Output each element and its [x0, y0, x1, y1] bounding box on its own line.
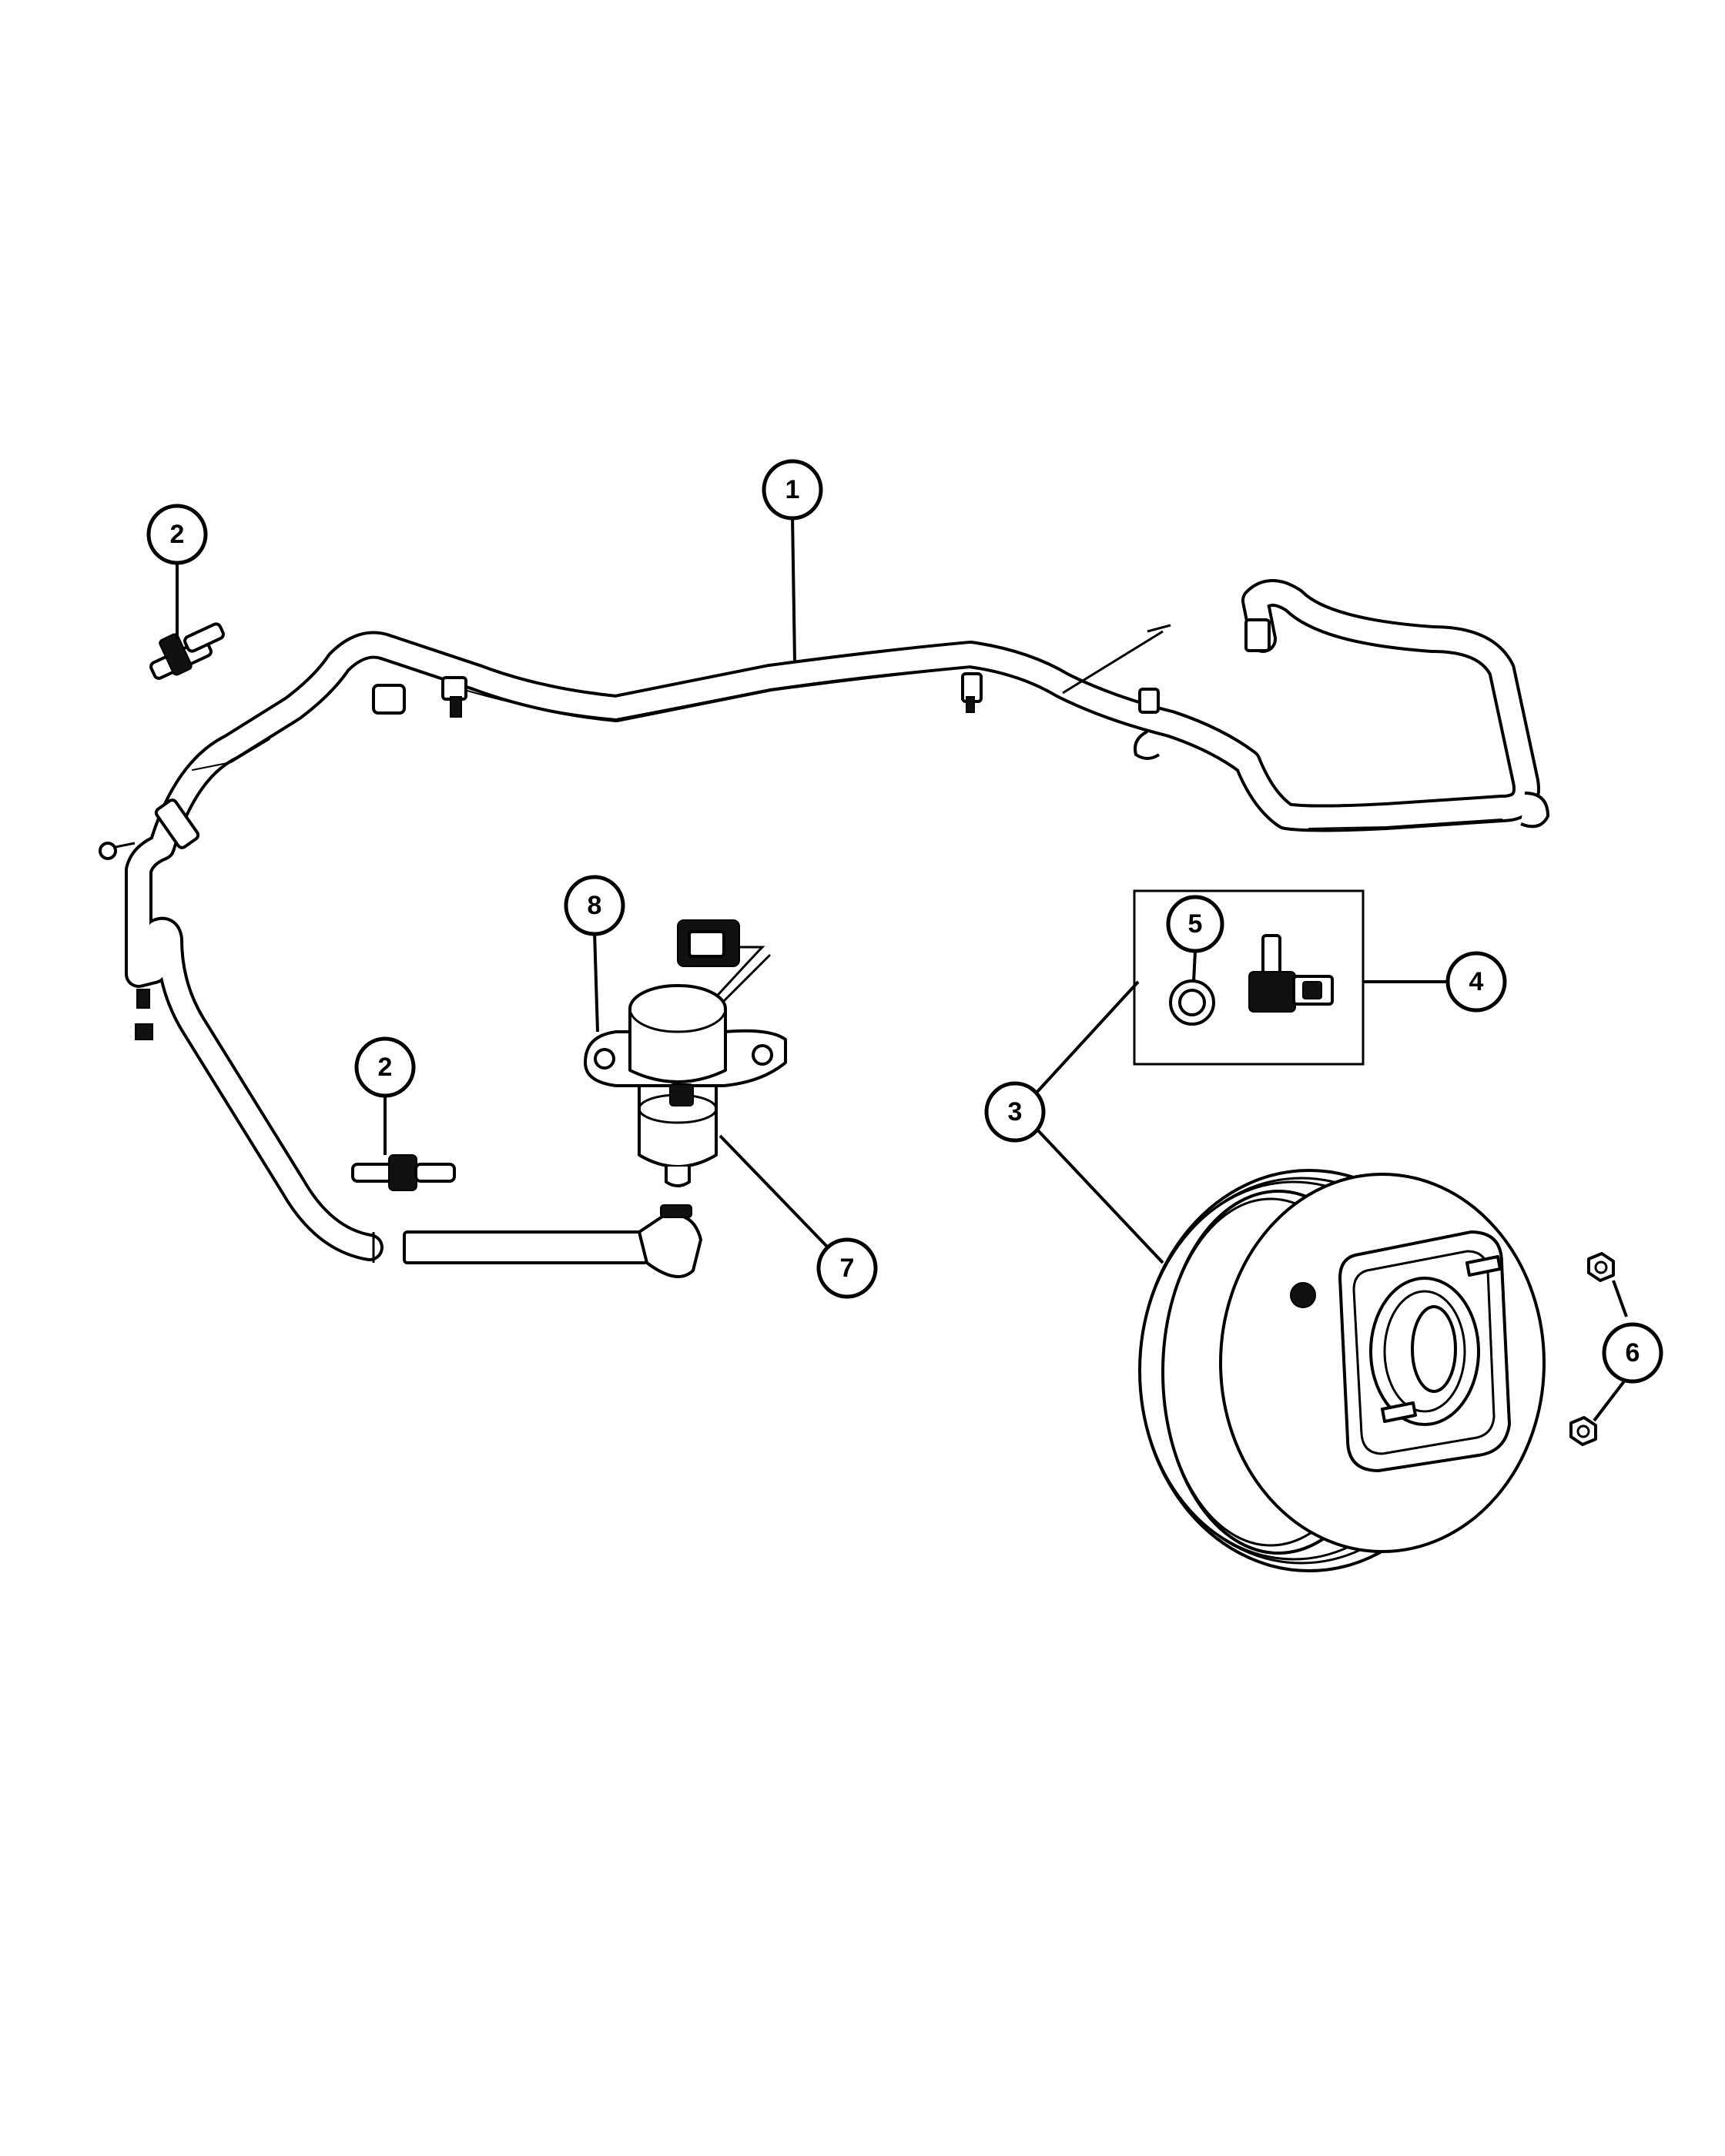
callout-2-lower-label: 2	[378, 1053, 393, 1082]
callout-2-upper-label: 2	[170, 520, 185, 549]
callout-6-label: 6	[1626, 1338, 1640, 1368]
callout-7: 7	[718, 1134, 878, 1299]
vacuum-sensor	[1248, 934, 1334, 1013]
mounting-nut-lower	[1569, 1416, 1597, 1446]
hose-clip	[961, 672, 983, 713]
hose-clip	[99, 842, 136, 860]
callout-5-label: 5	[1188, 909, 1203, 939]
hose-clip	[372, 676, 467, 718]
callout-1: 1	[762, 459, 823, 663]
hose-clip	[1520, 792, 1549, 829]
hose-clip	[135, 989, 153, 1040]
callout-1-label: 1	[785, 475, 800, 504]
callout-2-upper: 2	[146, 504, 208, 639]
check-valve-upper	[149, 622, 225, 680]
sensor-kit-box	[1133, 889, 1365, 1066]
callout-8-label: 8	[588, 891, 602, 920]
callout-7-label: 7	[840, 1254, 855, 1283]
callout-2-lower: 2	[354, 1036, 416, 1155]
callout-4: 4	[1363, 951, 1507, 1013]
callout-3: 3	[984, 980, 1164, 1264]
booster-stud	[1465, 1255, 1502, 1277]
mounting-nut-upper	[1587, 1252, 1615, 1282]
check-valve-lower	[351, 1154, 456, 1191]
vacuum-hose-assembly	[99, 579, 1549, 1278]
hose-clip	[1134, 688, 1161, 760]
booster-stud	[1381, 1401, 1417, 1423]
callout-6: 6	[1593, 1280, 1663, 1422]
vacuum-pump	[584, 919, 787, 1187]
hose-clip	[154, 798, 200, 849]
callout-8: 8	[564, 875, 625, 1033]
callout-3-label: 3	[1008, 1097, 1023, 1127]
grommet	[1169, 979, 1215, 1026]
hose-end	[1244, 618, 1271, 652]
brake-booster	[1138, 1169, 1546, 1572]
callout-4-label: 4	[1469, 967, 1484, 996]
callout-5: 5	[1166, 895, 1224, 983]
